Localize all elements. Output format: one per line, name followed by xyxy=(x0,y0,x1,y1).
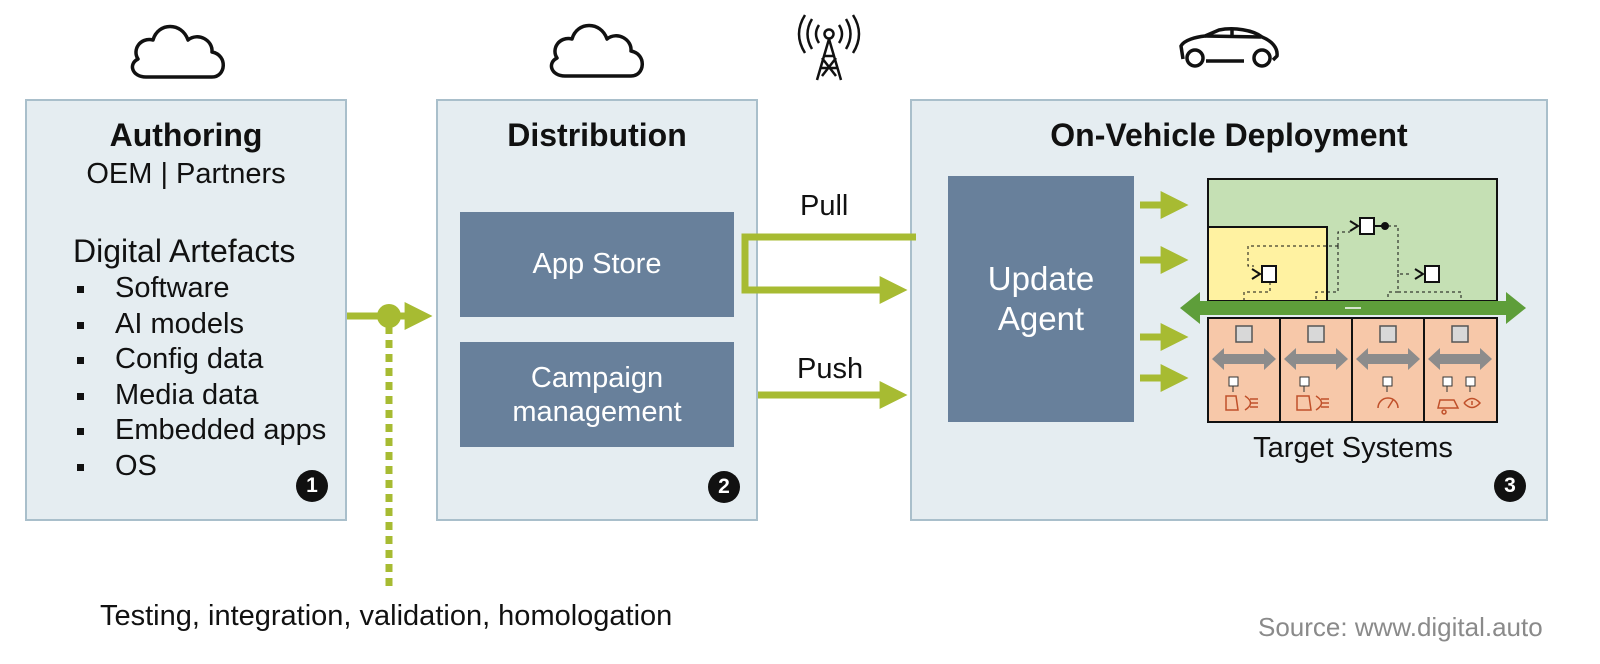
update-agent-box: Update Agent xyxy=(948,176,1134,422)
radio-tower-icon xyxy=(797,14,861,81)
authoring-panel xyxy=(25,99,347,521)
step-badge-2: 2 xyxy=(708,471,740,503)
testing-caption: Testing, integration, validation, homolo… xyxy=(100,600,673,632)
list-item: Embedded apps xyxy=(73,413,343,449)
list-item: AI models xyxy=(73,307,343,343)
app-store-label: App Store xyxy=(532,248,662,280)
pull-arrow xyxy=(741,233,916,304)
authoring-title: Authoring xyxy=(109,117,263,153)
step-badge-3: 3 xyxy=(1494,470,1526,502)
authoring-to-distribution-arrow xyxy=(347,302,433,588)
cloud-icon xyxy=(549,23,644,78)
target-systems-label: Target Systems xyxy=(1253,432,1453,464)
list-item: OS xyxy=(73,449,343,485)
deployment-title: On-Vehicle Deployment xyxy=(1050,117,1408,153)
list-item: Software xyxy=(73,271,343,307)
distribution-title: Distribution xyxy=(507,117,687,153)
artefacts-list: Software AI models Config data Media dat… xyxy=(73,271,343,484)
campaign-label: Campaign management xyxy=(512,361,682,428)
artefacts-heading: Digital Artefacts xyxy=(73,233,296,269)
cloud-icon xyxy=(130,24,225,79)
list-item: Media data xyxy=(73,378,343,414)
list-item: Config data xyxy=(73,342,343,378)
pull-label: Pull xyxy=(800,190,849,222)
step-badge-1: 1 xyxy=(296,470,328,502)
app-store-box: App Store xyxy=(460,212,734,317)
agent-output-arrows xyxy=(1140,191,1189,392)
push-label: Push xyxy=(797,353,864,385)
source-caption: Source: www.digital.auto xyxy=(1258,612,1543,642)
campaign-management-box: Campaign management xyxy=(460,342,734,447)
car-icon xyxy=(1179,27,1279,68)
target-systems-illustration xyxy=(1180,178,1526,423)
update-agent-label: Update Agent xyxy=(987,260,1095,337)
authoring-subtitle: OEM | Partners xyxy=(86,158,286,190)
